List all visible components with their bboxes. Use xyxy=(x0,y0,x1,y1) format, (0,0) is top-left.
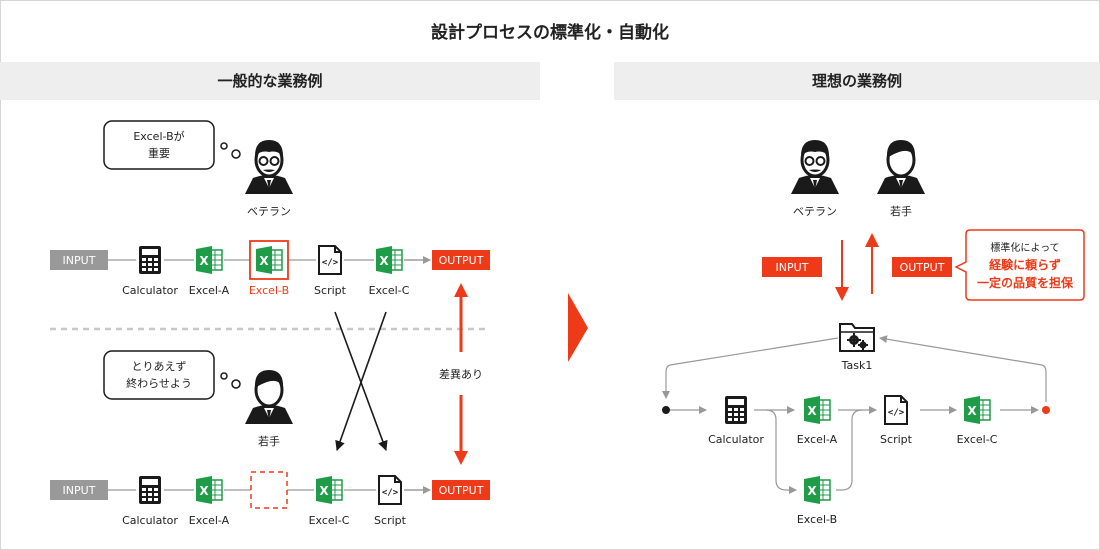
top-input-label: INPUT xyxy=(63,254,96,267)
bottom-step-label: Excel-C xyxy=(309,514,350,527)
flow-end-dot xyxy=(1042,406,1050,414)
right-veteran-label: ベテラン xyxy=(793,205,837,218)
bottom-input-label: INPUT xyxy=(63,484,96,497)
excel-icon xyxy=(255,245,283,275)
thought-dot xyxy=(231,149,241,159)
right-step-label: Script xyxy=(880,433,913,446)
right-step-label: Excel-C xyxy=(957,433,998,446)
junior-thought-bubble xyxy=(103,350,215,400)
top-input-tag xyxy=(50,250,108,270)
top-step-label: Excel-C xyxy=(369,284,410,297)
right-panel-header: 理想の業務例 xyxy=(614,62,1100,100)
thought-dot xyxy=(220,142,228,150)
top-step-label: Calculator xyxy=(122,284,178,297)
veteran-thought-bubble xyxy=(103,120,215,170)
callout-line3: 一定の品質を担保 xyxy=(977,275,1074,290)
thought-dot xyxy=(231,379,241,389)
veteran-label: ベテラン xyxy=(247,205,291,218)
difference-label: 差異あり xyxy=(439,367,483,381)
bottom-step-label: Calculator xyxy=(122,514,178,527)
benefit-callout xyxy=(954,229,1085,301)
calculator-icon xyxy=(139,246,161,274)
callout-line2: 経験に頼らず xyxy=(989,257,1061,272)
top-step-label-highlighted: Excel-B xyxy=(249,284,289,297)
calculator-icon xyxy=(139,476,161,504)
cross-arrow-excel-c xyxy=(335,311,387,451)
excel-icon xyxy=(803,475,831,505)
veteran-person-icon xyxy=(789,138,841,196)
excel-icon xyxy=(963,395,991,425)
junior-label: 若手 xyxy=(258,434,280,448)
junior-person-icon xyxy=(875,138,927,196)
top-step-label: Excel-A xyxy=(189,284,230,297)
thought-dot xyxy=(220,372,228,380)
bottom-input-tag xyxy=(50,480,108,500)
excel-icon xyxy=(803,395,831,425)
task-folder-icon xyxy=(839,323,875,352)
junior-bubble-line1: とりあえず xyxy=(132,360,187,373)
right-step-label: Excel-B xyxy=(797,513,837,526)
right-output-label: OUTPUT xyxy=(900,261,945,274)
page-title: 設計プロセスの標準化・自動化 xyxy=(431,23,669,43)
bottom-output-tag xyxy=(432,480,490,500)
right-input-tag xyxy=(762,257,822,277)
veteran-person-icon xyxy=(243,138,295,196)
callout-line1: 標準化によって xyxy=(990,241,1059,254)
script-icon xyxy=(318,245,342,275)
excel-icon xyxy=(195,475,223,505)
flow-start-dot xyxy=(662,406,670,414)
junior-bubble-line2: 終わらせよう xyxy=(126,376,192,390)
end-to-task-connector xyxy=(879,335,1047,402)
right-output-tag xyxy=(892,257,952,277)
top-output-tag xyxy=(432,250,490,270)
calculator-icon xyxy=(725,396,747,424)
right-junior-label: 若手 xyxy=(890,204,912,218)
bottom-step-label: Excel-A xyxy=(189,514,230,527)
excel-icon xyxy=(195,245,223,275)
task-label: Task1 xyxy=(841,359,873,372)
right-step-label: Calculator xyxy=(708,433,764,446)
right-step-label: Excel-A xyxy=(797,433,838,446)
excel-icon xyxy=(315,475,343,505)
top-step-label: Script xyxy=(314,284,347,297)
branch-from-excel-b xyxy=(836,409,863,491)
excel-icon xyxy=(375,245,403,275)
script-icon xyxy=(884,395,908,425)
cross-arrow-script xyxy=(334,311,388,451)
veteran-bubble-line1: Excel-Bが xyxy=(133,129,184,143)
top-output-label: OUTPUT xyxy=(439,254,484,267)
bottom-output-label: OUTPUT xyxy=(439,484,484,497)
junior-person-icon xyxy=(243,368,295,426)
script-icon xyxy=(378,475,402,505)
left-panel-header: 一般的な業務例 xyxy=(0,62,540,100)
right-input-label: INPUT xyxy=(776,261,809,274)
missing-step-placeholder xyxy=(250,471,288,509)
task-to-start-connector xyxy=(662,337,839,399)
veteran-bubble-line2: 重要 xyxy=(148,146,170,160)
bottom-step-label: Script xyxy=(374,514,407,527)
branch-to-excel-b xyxy=(765,409,797,494)
transition-arrow-icon xyxy=(568,293,588,362)
